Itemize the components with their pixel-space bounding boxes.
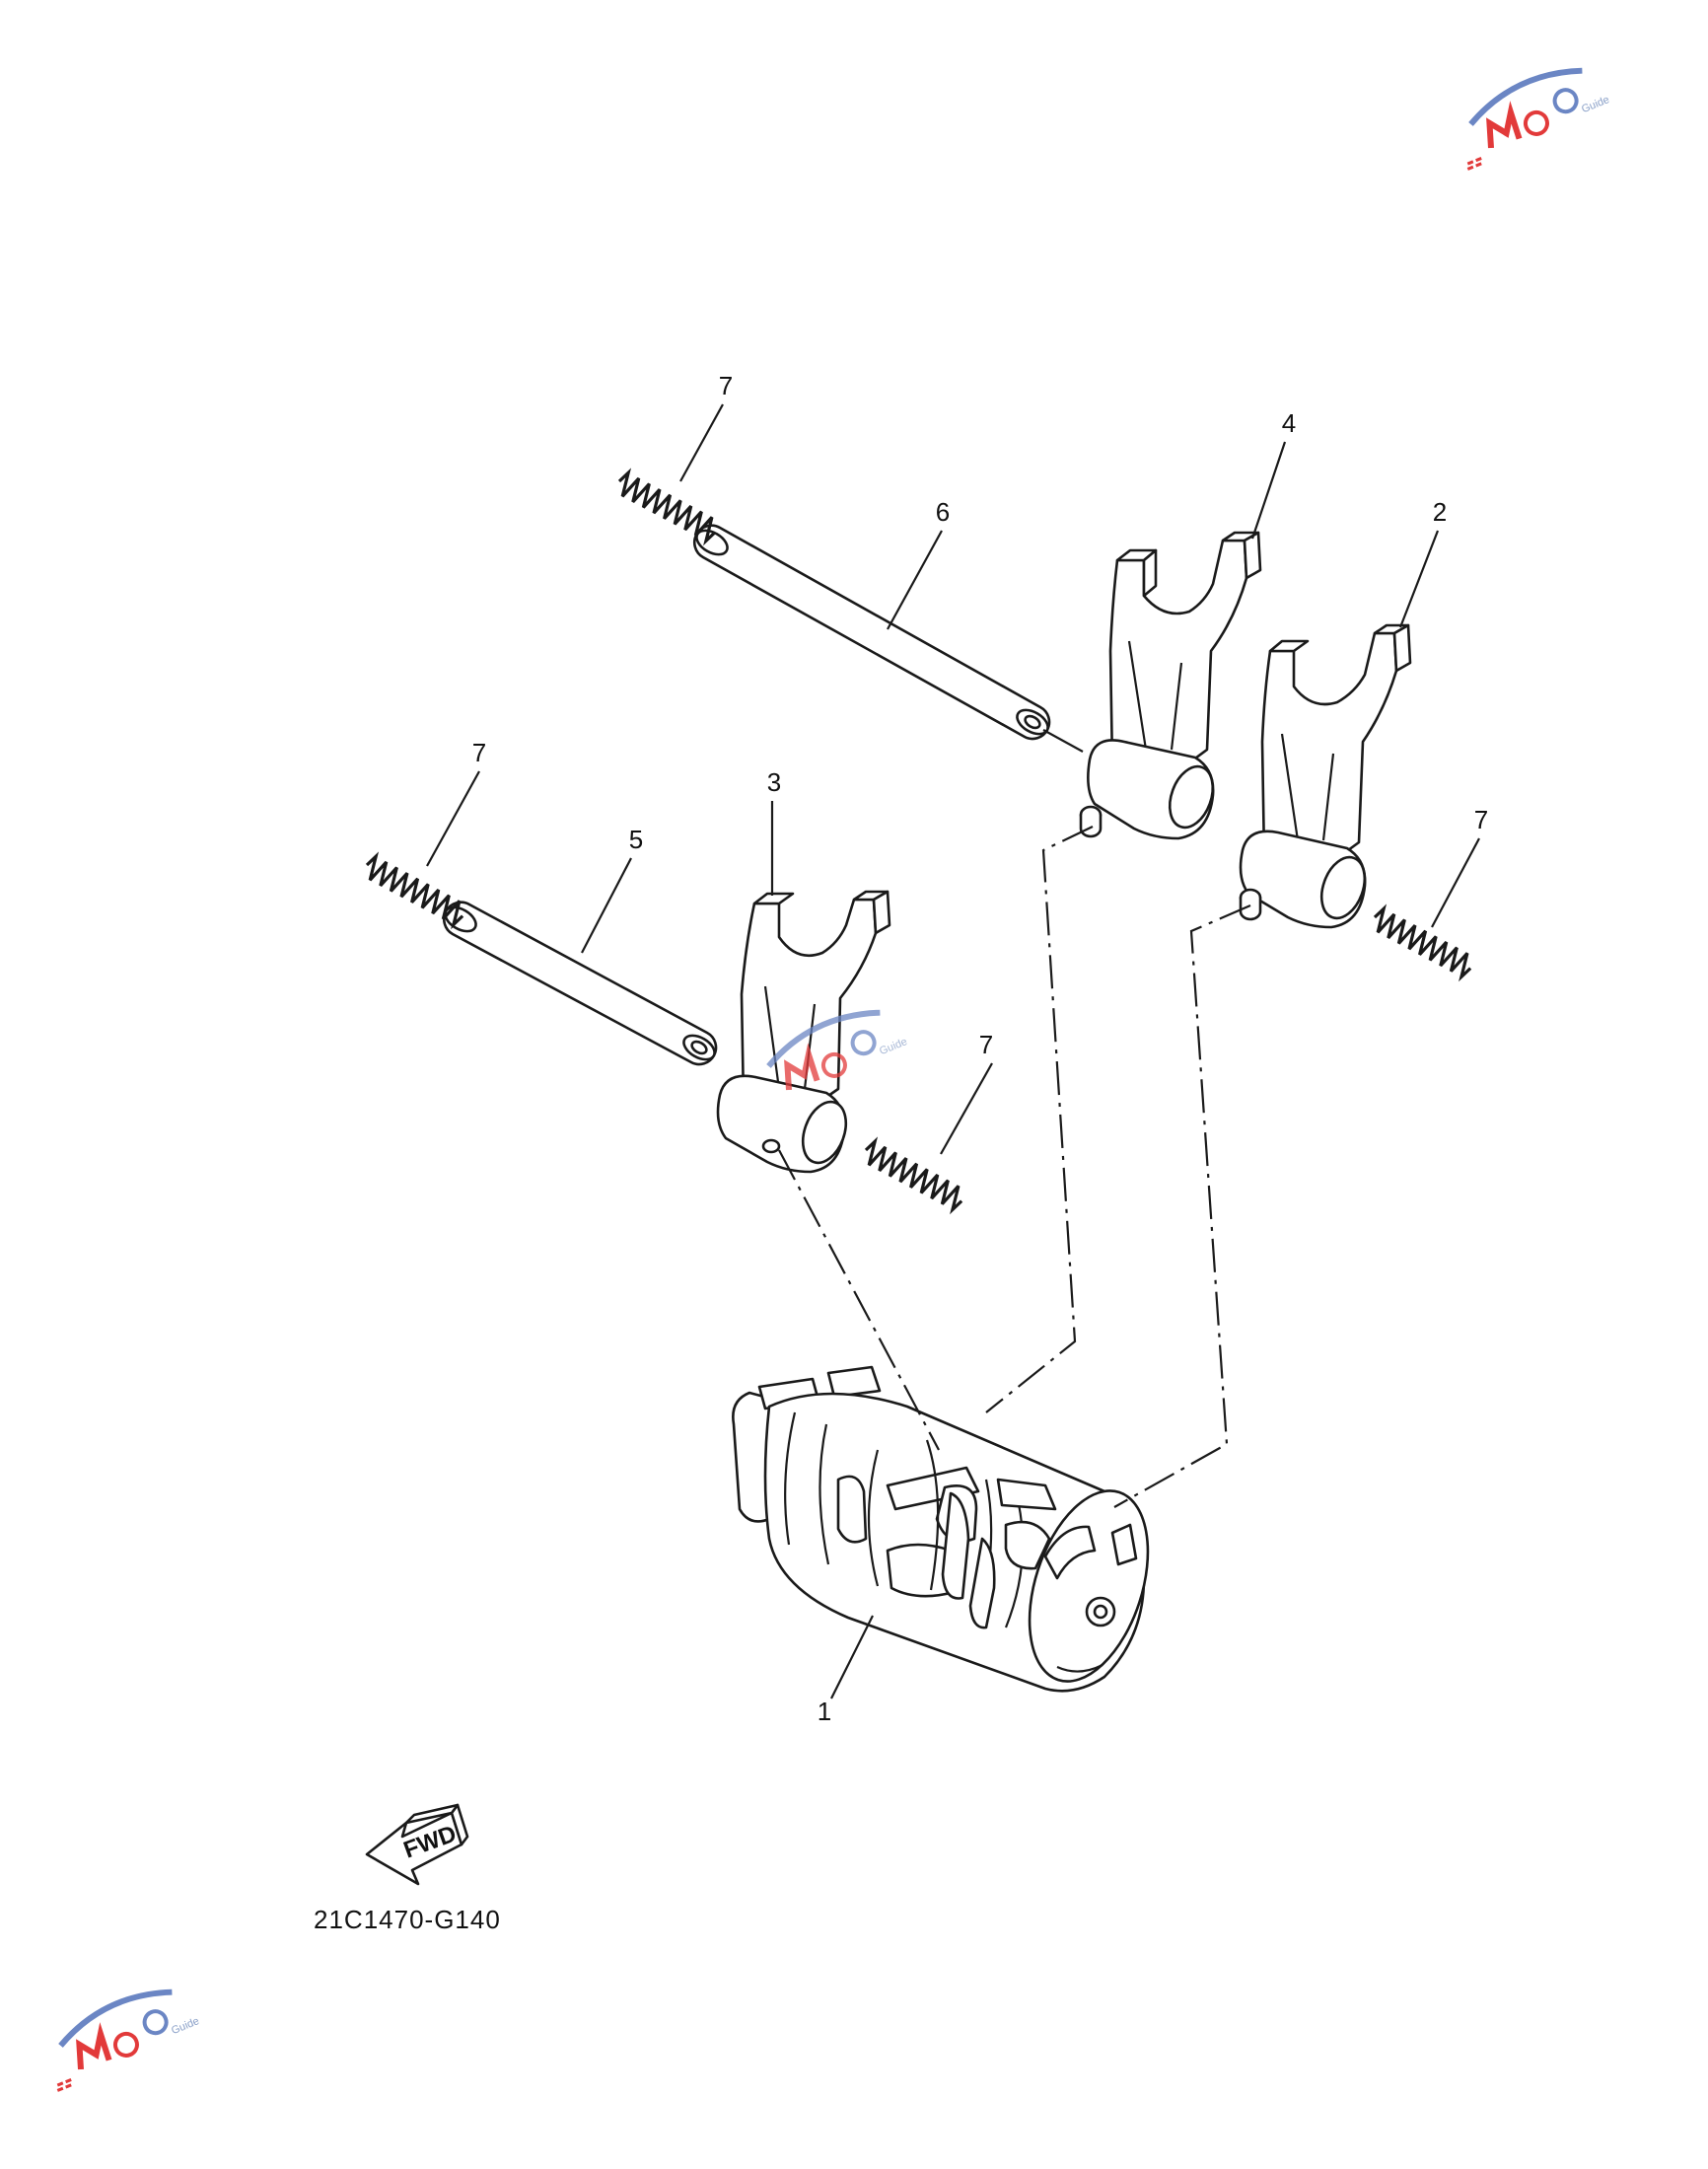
drawing-code: 21C1470-G140 [314,1905,501,1934]
spring-7-left [365,851,464,930]
watermark-guide-text-3: Guide [170,2015,201,2037]
shift-fork-4 [1079,531,1262,840]
callout-7-right: 7 [1474,805,1488,834]
callout-1: 1 [818,1697,831,1726]
callout-7-left: 7 [472,738,486,767]
shift-drum-1 [732,1365,1150,1693]
callout-5: 5 [629,825,643,854]
spring-7-upper [617,468,717,546]
assembly-guide-lines [778,826,1251,1508]
spring-7-right [1373,904,1472,982]
shift-fork-3 [716,890,891,1174]
watermark-guide-text-1: Guide [1580,94,1611,115]
watermark-guide-text-2: Guide [878,1036,909,1057]
shift-rod-6 [693,524,1051,741]
shift-rod-5 [443,901,718,1066]
watermark-logo-top-right: Guide [1466,67,1611,171]
spring-7-middle [864,1136,963,1215]
rod-6-guide-line [1042,729,1084,753]
fwd-arrow-icon: FWD [365,1803,469,1886]
leader-lines [426,403,1480,1699]
watermark-logo-bottom-left: Guide [56,1988,201,2092]
callout-4: 4 [1282,408,1296,438]
callout-6: 6 [936,497,950,527]
callout-7-upper: 7 [719,371,733,400]
callout-2: 2 [1433,497,1447,527]
callout-3: 3 [767,767,781,797]
shift-fork-2 [1239,623,1412,929]
callout-7-middle: 7 [979,1030,993,1059]
